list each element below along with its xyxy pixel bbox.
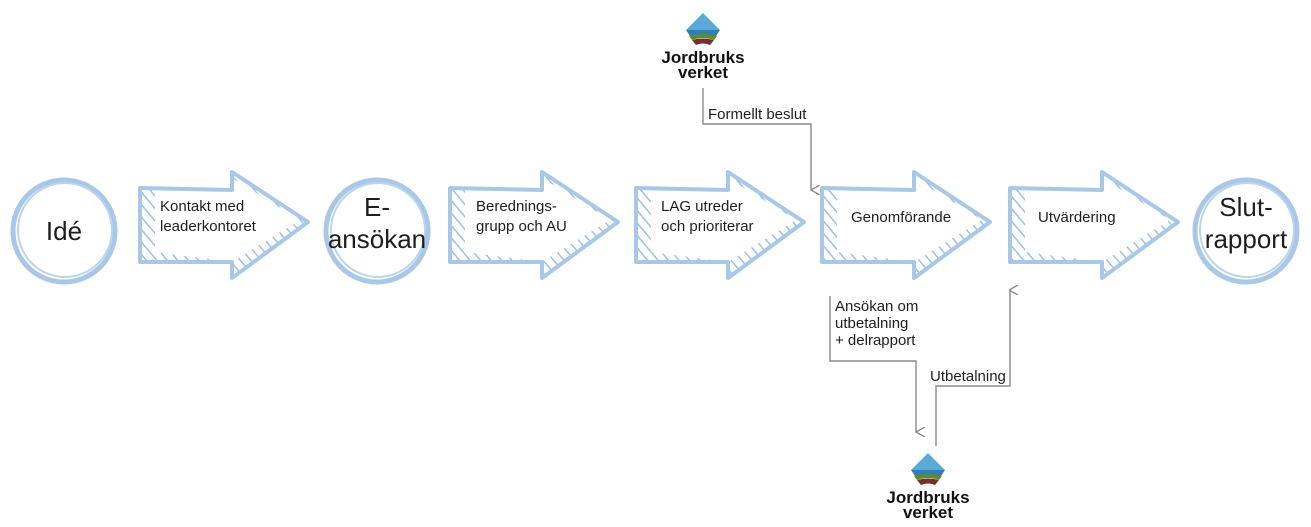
note-ansokan-1: Ansökan om xyxy=(835,298,918,315)
step-lag-label-1: LAG utreder xyxy=(661,198,743,215)
step-kontakt-label-1: Kontakt med xyxy=(160,198,244,215)
step-genomforande-arrow: Genomförande xyxy=(820,170,992,280)
note-ansokan-2: utbetalning xyxy=(835,315,908,332)
step-slutrapport-circle: Slut- rapport xyxy=(1192,177,1300,285)
logo-top: Jordbruks verket xyxy=(661,13,745,82)
step-beredning-label-2: grupp och AU xyxy=(476,218,567,235)
logo-top-line1: Jordbruks xyxy=(661,48,744,67)
step-eansokan-label-2: ansökan xyxy=(328,224,426,254)
step-eansokan-circle: E- ansökan xyxy=(323,177,431,285)
connector-ansokan: Ansökan om utbetalning + delrapport xyxy=(829,296,918,432)
step-kontakt-arrow: Kontakt med leaderkontoret xyxy=(138,170,310,280)
logo-top-line2: verket xyxy=(678,63,728,82)
note-ansokan-3: + delrapport xyxy=(835,332,916,349)
note-formellt-beslut: Formellt beslut xyxy=(708,106,807,123)
step-slutrapport-label-1: Slut- xyxy=(1219,192,1272,222)
step-ide-circle: Idé xyxy=(10,177,118,285)
step-beredning-label-1: Berednings- xyxy=(476,198,557,215)
step-slutrapport-label-2: rapport xyxy=(1205,224,1288,254)
jordbruksverket-logo-icon xyxy=(911,453,945,485)
step-eansokan-label-1: E- xyxy=(364,192,390,222)
logo-bottom-line1: Jordbruks xyxy=(886,488,969,507)
step-lag-label-2: och prioriterar xyxy=(661,218,754,235)
step-ide-label: Idé xyxy=(46,216,82,246)
step-beredning-arrow: Berednings- grupp och AU xyxy=(448,170,620,280)
step-lag-arrow: LAG utreder och prioriterar xyxy=(634,170,806,280)
note-utbetalning: Utbetalning xyxy=(930,368,1006,385)
logo-bottom-line2: verket xyxy=(903,503,953,522)
jordbruksverket-logo-icon xyxy=(686,13,720,45)
step-utvardering-label: Utvärdering xyxy=(1038,209,1116,226)
connector-formellt-beslut: Formellt beslut xyxy=(702,88,811,190)
step-utvardering-arrow: Utvärdering xyxy=(1008,170,1180,280)
step-kontakt-label-2: leaderkontoret xyxy=(160,218,257,235)
logo-bottom: Jordbruks verket xyxy=(886,453,970,522)
connector-utbetalning: Utbetalning xyxy=(930,290,1010,446)
step-genomforande-label: Genomförande xyxy=(851,209,951,226)
